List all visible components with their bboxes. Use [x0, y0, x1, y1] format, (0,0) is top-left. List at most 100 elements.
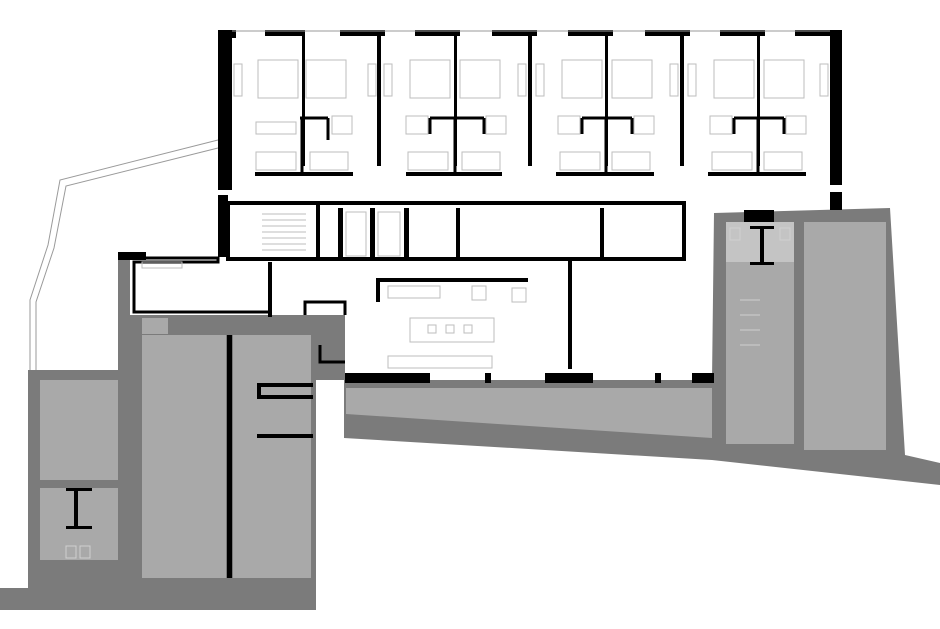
sink-counter [633, 115, 655, 135]
wc-fixture [779, 227, 791, 241]
public-area-north-wall [118, 252, 146, 260]
public-area [118, 252, 714, 383]
existing-door-header [744, 210, 774, 222]
corridor-wall-segment [406, 172, 502, 176]
corridor-wall-segment [556, 172, 654, 176]
entry-wall [318, 345, 345, 364]
party-wall [302, 36, 305, 166]
wardrobe [233, 63, 243, 97]
lift-shaft [377, 211, 401, 257]
bar-counter-wall [376, 278, 380, 302]
facade-pier [692, 373, 714, 383]
sink-counter [255, 121, 297, 135]
party-walls [302, 36, 760, 166]
partition-vertical [568, 259, 572, 369]
sink-counter [405, 115, 429, 135]
lounge-furniture [141, 261, 527, 369]
site-boundary-line-inner [35, 147, 219, 370]
partition-vertical [227, 335, 232, 578]
north-facade [218, 30, 842, 38]
existing-sanitary [65, 227, 791, 559]
sink-counter [785, 115, 807, 135]
bed [459, 59, 501, 99]
wc-fixture [729, 227, 741, 241]
facade-pier [568, 30, 613, 36]
wardrobe [367, 63, 377, 97]
guest-room-wing [218, 30, 842, 257]
bed [561, 59, 603, 99]
facade-pier [545, 373, 593, 383]
bathroom-pod [732, 116, 786, 172]
corridor-wall-segment [708, 172, 806, 176]
party-wall [528, 36, 532, 166]
existing-corridor-south [346, 388, 712, 438]
existing-building-west [0, 255, 345, 610]
sink-counter [485, 115, 507, 135]
shelf-wall [257, 395, 313, 399]
bathroom-pod [300, 116, 330, 172]
facade-pier [795, 30, 842, 36]
room-corridor-wall [255, 172, 806, 176]
party-wall [757, 36, 760, 166]
west-wall [218, 30, 232, 190]
party-wall [605, 36, 608, 166]
shower [255, 151, 297, 171]
south-facade [345, 373, 714, 383]
shower [711, 151, 753, 171]
bed [409, 59, 451, 99]
wardrobe [687, 63, 697, 97]
existing-hall-middle [233, 335, 311, 578]
sink-counter [709, 115, 733, 135]
west-wall-lower [218, 195, 228, 257]
facade-pier [265, 30, 305, 36]
toilet-partition [74, 488, 78, 528]
shower [611, 151, 651, 171]
facade-pier [655, 373, 661, 383]
wardrobe [669, 63, 679, 97]
side-table [511, 287, 527, 303]
wc-fixture [79, 545, 91, 559]
reception-wall [303, 300, 347, 315]
bathroom-pod [428, 116, 486, 172]
existing-roof-line [178, 318, 268, 332]
partition [404, 208, 409, 258]
east-wall-lower [830, 192, 842, 210]
bed [257, 59, 299, 99]
public-area-west-wall [118, 256, 270, 314]
corridor-wall-segment [255, 172, 353, 176]
shower [407, 151, 449, 171]
bar-counter-wall [378, 278, 528, 282]
shelf-wall [257, 383, 261, 399]
facade-pier [485, 373, 491, 383]
shelf-wall [257, 383, 313, 387]
wardrobe [819, 63, 829, 97]
bed [611, 59, 653, 99]
east-wall [830, 30, 842, 185]
dining-table [409, 317, 495, 343]
sink-counter [331, 115, 353, 135]
bed [763, 59, 805, 99]
party-wall [377, 36, 381, 166]
existing-interior-walls [66, 210, 774, 578]
stair [262, 213, 306, 251]
toilet-partition [66, 526, 92, 529]
existing-room-west-2 [40, 488, 118, 560]
partition [316, 203, 320, 259]
window-seat [141, 261, 183, 269]
facade-pier [345, 373, 430, 383]
facade-pier [720, 30, 765, 36]
service-strip-outline [226, 201, 686, 261]
wardrobe [383, 63, 393, 97]
lift-shaft [345, 211, 367, 257]
bench [387, 355, 493, 369]
service-partitions [316, 203, 604, 259]
lift-shafts [345, 211, 401, 257]
existing-room-east-2 [804, 222, 886, 450]
site-boundary-line [29, 139, 219, 370]
facade-pier [645, 30, 690, 36]
existing-building-east [344, 208, 940, 485]
party-wall [454, 36, 457, 166]
toilet-partition [66, 488, 92, 491]
site-outline [29, 139, 219, 370]
